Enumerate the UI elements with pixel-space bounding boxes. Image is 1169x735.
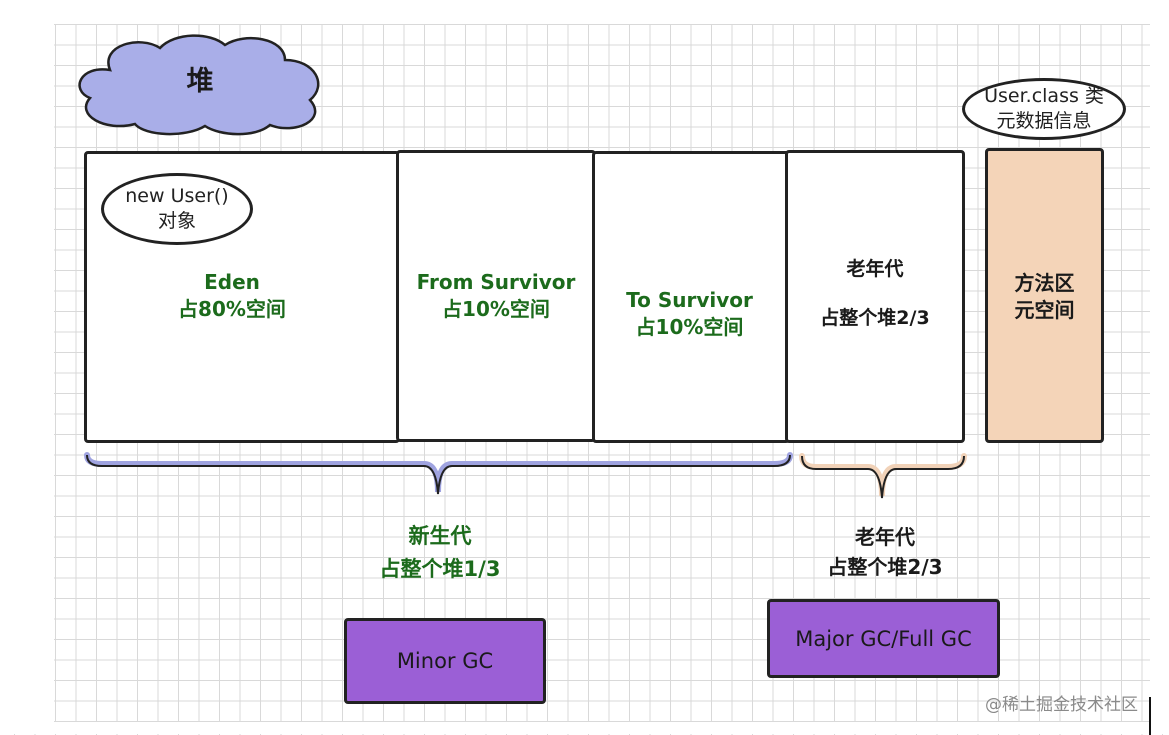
watermark: @稀土掘金技术社区 bbox=[985, 695, 1138, 715]
from-survivor-label: From Survivor 占10%空间 bbox=[400, 269, 592, 323]
eden-name: Eden bbox=[204, 270, 260, 294]
method-area-name: 方法区 bbox=[1014, 271, 1075, 295]
from-survivor-name: From Survivor bbox=[416, 270, 576, 294]
from-survivor-share: 占10%空间 bbox=[442, 297, 550, 321]
old-gen-name: 老年代 bbox=[846, 258, 904, 280]
metaspace-note-line1: User.class 类 bbox=[984, 85, 1104, 107]
old-gen-brace-label: 老年代 占整个堆2/3 bbox=[790, 522, 980, 582]
old-gen-brace bbox=[799, 453, 967, 499]
young-gen-name: 新生代 bbox=[408, 524, 472, 548]
young-gen-brace bbox=[84, 452, 793, 495]
to-survivor-share: 占10%空间 bbox=[635, 315, 744, 339]
major-gc-box: Major GC/Full GC bbox=[767, 599, 1000, 678]
old-gen-share: 占整个堆2/3 bbox=[820, 307, 930, 329]
minor-gc-box: Minor GC bbox=[344, 618, 546, 704]
young-gen-share: 占整个堆1/3 bbox=[379, 557, 501, 581]
eden-share: 占80%空间 bbox=[178, 297, 286, 321]
to-survivor-region bbox=[592, 151, 790, 443]
new-user-note-line2: 对象 bbox=[157, 210, 196, 232]
young-gen-label: 新生代 占整个堆1/3 bbox=[340, 520, 540, 586]
metaspace-note-line2: 元数据信息 bbox=[996, 110, 1092, 132]
method-area-region bbox=[985, 148, 1104, 443]
new-user-note: new User() 对象 bbox=[101, 173, 253, 245]
old-gen-brace-name: 老年代 bbox=[855, 525, 915, 549]
metaspace-note: User.class 类 元数据信息 bbox=[962, 78, 1126, 140]
to-survivor-name: To Survivor bbox=[626, 288, 753, 312]
text-cursor bbox=[1149, 697, 1151, 735]
eden-label: Eden 占80%空间 bbox=[132, 269, 332, 323]
to-survivor-label: To Survivor 占10%空间 bbox=[592, 287, 787, 341]
heap-cloud bbox=[78, 34, 320, 136]
heap-title: 堆 bbox=[186, 66, 214, 97]
old-gen-region bbox=[785, 150, 965, 443]
method-area-label: 方法区 元空间 bbox=[988, 270, 1101, 324]
method-area-share: 元空间 bbox=[1014, 298, 1075, 322]
new-user-note-line1: new User() bbox=[125, 185, 229, 207]
old-gen-brace-share: 占整个堆2/3 bbox=[827, 555, 943, 579]
old-gen-label: 老年代 占整个堆2/3 bbox=[788, 256, 962, 332]
from-survivor-region bbox=[396, 150, 596, 442]
